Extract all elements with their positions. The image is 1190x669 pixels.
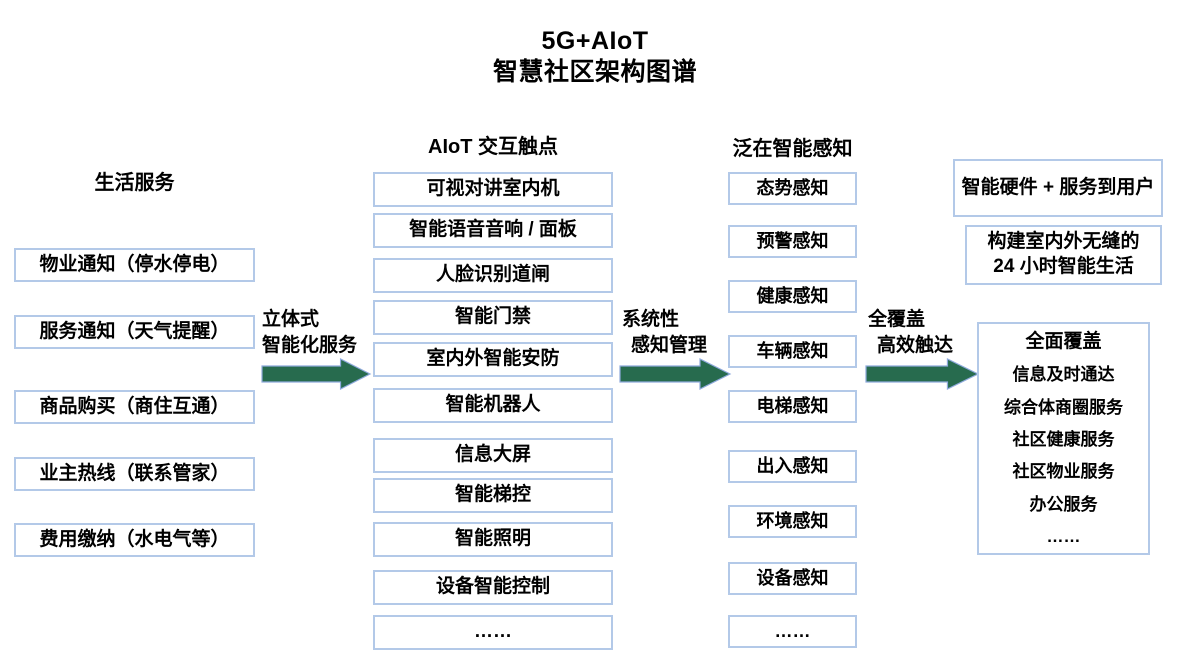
arrow-1-label-line-1: 立体式 [262,309,320,330]
summary-item-ellipsis: …… [1046,527,1081,547]
aiot-touchpoints-header: AIoT 交互触点 [428,136,558,158]
arrow-2-label-line-2: 感知管理 [631,335,708,356]
summary-item-community-health: 社区健康服务 [1012,429,1115,449]
sensing-box-elevator: 电梯感知 [728,390,857,423]
right-arrow-icon [619,358,732,390]
sensing-box-health: 健康感知 [728,280,857,313]
touchpoint-box-video-intercom: 可视对讲室内机 [373,172,613,207]
life-service-box-owner-hotline: 业主热线（联系管家） [14,457,255,491]
life-service-box-fee-payment: 费用缴纳（水电气等） [14,523,255,557]
diagram-title: 5G+AIoT 智慧社区架构图谱 [0,26,1190,88]
sensing-box-warning: 预警感知 [728,225,857,258]
life-service-box-shopping: 商品购买（商住互通） [14,390,255,424]
touchpoint-box-elevator-control: 智能梯控 [373,478,613,513]
right-arrow-icon [865,358,980,390]
arrow-2-label-line-1: 系统性 [622,309,680,330]
summary-item-office-service: 办公服务 [1029,494,1098,514]
arrow-1-label-line-2: 智能化服务 [262,335,358,356]
touchpoint-box-smart-speaker-panel: 智能语音音响 / 面板 [373,213,613,248]
outcome-box2-line-2: 24 小时智能生活 [993,256,1134,277]
title-line-2: 智慧社区架构图谱 [492,58,697,86]
outcome-summary-box: 全面覆盖 信息及时通达 综合体商圈服务 社区健康服务 社区物业服务 办公服务 …… [977,322,1150,555]
sensing-box-environment: 环境感知 [728,505,857,538]
touchpoint-box-robot: 智能机器人 [373,388,613,423]
title-line-1: 5G+AIoT [541,27,649,55]
life-service-box-service-notice: 服务通知（天气提醒） [14,315,255,349]
summary-item-complex-business: 综合体商圈服务 [1004,397,1123,417]
outcome-box2-line-1: 构建室内外无缝的 [987,231,1140,253]
arrow-3-label-line-1: 全覆盖 [868,309,926,330]
sensing-box-vehicle: 车辆感知 [728,335,857,368]
sensing-box-situation: 态势感知 [728,172,857,205]
touchpoint-box-smart-access: 智能门禁 [373,300,613,335]
touchpoint-box-indoor-outdoor-security: 室内外智能安防 [373,342,613,377]
arrow-3-label: 全覆盖 高效触达 [868,307,953,359]
sensing-box-ellipsis: …… [728,615,857,648]
ubiquitous-sensing-header: 泛在智能感知 [732,138,853,160]
sensing-box-device: 设备感知 [728,562,857,595]
summary-item-timely-info: 信息及时通达 [1012,365,1115,385]
sensing-box-access: 出入感知 [728,450,857,483]
summary-item-full-coverage: 全面覆盖 [1025,330,1102,352]
touchpoint-box-ellipsis: …… [373,615,613,650]
touchpoint-box-device-control: 设备智能控制 [373,570,613,605]
touchpoint-box-smart-lighting: 智能照明 [373,522,613,557]
outcome-box-seamless-24h-life: 构建室内外无缝的 24 小时智能生活 [965,225,1162,285]
summary-item-community-property: 社区物业服务 [1012,462,1115,482]
arrow-1-label: 立体式 智能化服务 [262,307,357,359]
outcome-box-hardware-plus-service: 智能硬件 + 服务到用户 [953,159,1163,217]
life-service-box-property-notice: 物业通知（停水停电） [14,248,255,282]
arrow-3-label-line-2: 高效触达 [877,335,954,356]
touchpoint-box-face-recognition-gate: 人脸识别道闸 [373,258,613,293]
touchpoint-box-info-screen: 信息大屏 [373,438,613,473]
arrow-2-label: 系统性 感知管理 [622,307,707,359]
right-arrow-icon [261,358,372,390]
life-services-header: 生活服务 [94,172,175,194]
